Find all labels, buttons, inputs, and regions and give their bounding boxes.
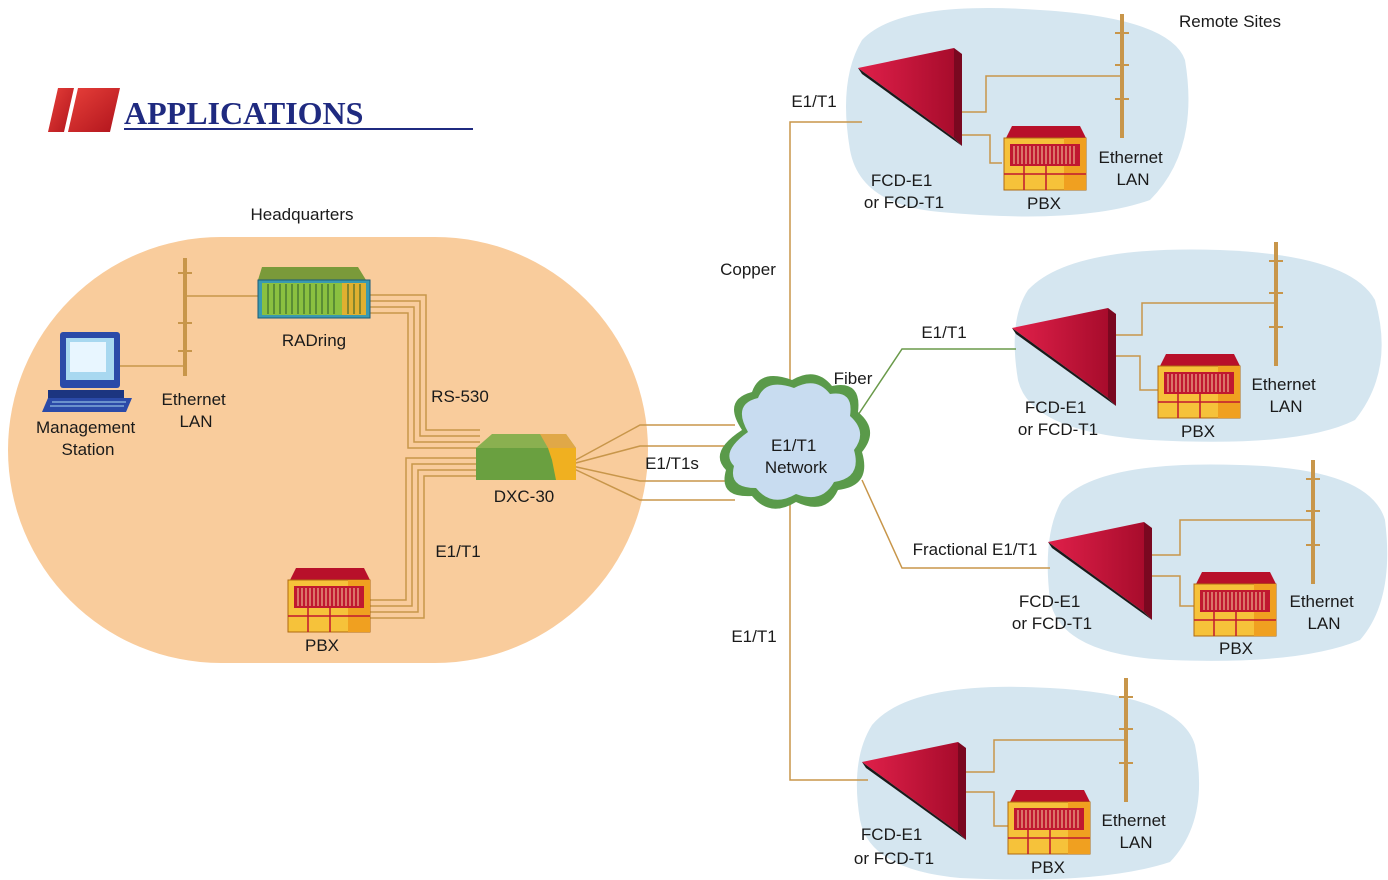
remote-ethernet-lan-label: Ethernet LAN: [1102, 811, 1171, 852]
fcd-label: FCD-E1 or FCD-T1: [1012, 592, 1092, 633]
remote-site-region-3: [1047, 464, 1388, 661]
remote-pbx-label: PBX: [1027, 194, 1061, 213]
cloud-label: E1/T1 Network: [765, 436, 828, 477]
rs530-label: RS-530: [431, 387, 489, 406]
remote-pbx-label: PBX: [1219, 639, 1253, 658]
headquarters-label: Headquarters: [250, 205, 353, 224]
bottom-e1t1-label: E1/T1: [731, 627, 776, 646]
dxc-label: DXC-30: [494, 487, 554, 506]
remote-sites-label: Remote Sites: [1179, 12, 1281, 31]
remote-ethernet-lan-label: Ethernet LAN: [1252, 375, 1321, 416]
fcd-label: FCD-E1 or FCD-T1: [864, 171, 944, 212]
title-logo: [48, 88, 120, 132]
dxc-device: [476, 434, 576, 480]
hq-links: [120, 294, 480, 619]
remote-links: [950, 75, 1315, 827]
remote-site-region-4: [856, 686, 1200, 880]
backbone-links: [789, 121, 1050, 781]
remote-pbx-label: PBX: [1181, 422, 1215, 441]
hq-lan-bar: [178, 258, 192, 376]
remote-ethernet-lan-label: Ethernet LAN: [1099, 148, 1168, 189]
remote-pbx-device-2: [1157, 353, 1241, 419]
remote-ethernet-lan-label: Ethernet LAN: [1290, 592, 1359, 633]
hq-e1t1-label: E1/T1: [435, 542, 480, 561]
fcd-label: FCD-E1 or FCD-T1: [1018, 398, 1098, 439]
copper-label: Copper: [720, 260, 776, 279]
top-e1t1-label: E1/T1: [791, 92, 836, 111]
dxc-cloud-links: [571, 424, 735, 501]
remote-pbx-device-3: [1193, 571, 1277, 637]
remote-pbx-device-1: [1003, 125, 1087, 191]
headquarters-region: [8, 237, 648, 663]
network-cloud: [719, 374, 871, 509]
fiber-e1t1-label: E1/T1: [921, 323, 966, 342]
management-station-label: Management Station: [36, 418, 140, 459]
computer-icon: [42, 332, 132, 412]
remote-pbx-device-4: [1007, 789, 1091, 855]
fractional-e1t1-label: Fractional E1/T1: [913, 540, 1038, 559]
hq-pbx-device: [287, 567, 371, 633]
radring-label: RADring: [282, 331, 346, 350]
fiber-label: Fiber: [834, 369, 873, 388]
page-title: APPLICATIONS: [124, 95, 363, 131]
radring-device: [257, 267, 371, 319]
fcd-label: FCD-E1 or FCD-T1: [854, 825, 934, 868]
fiber-link: [847, 348, 1016, 431]
hq-pbx-label: PBX: [305, 636, 339, 655]
remote-pbx-label: PBX: [1031, 858, 1065, 877]
hq-ethernet-lan-label: Ethernet LAN: [162, 390, 231, 431]
e1t1s-label: E1/T1s: [645, 454, 699, 473]
